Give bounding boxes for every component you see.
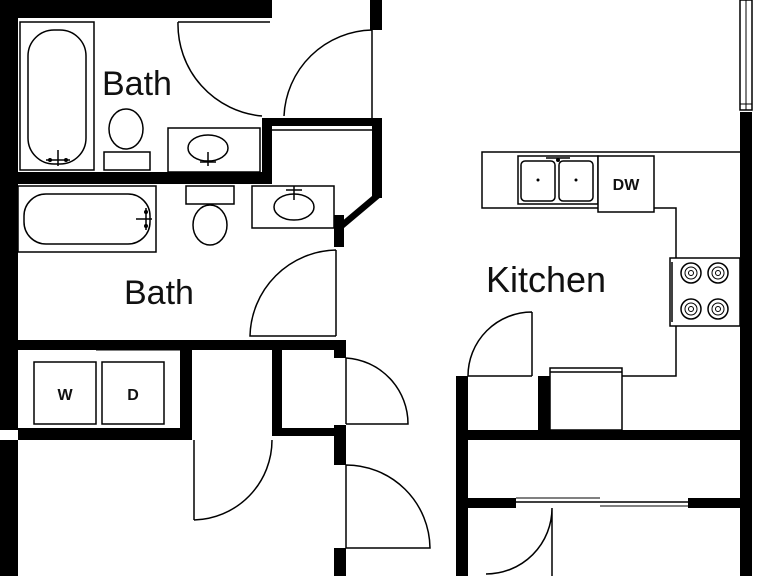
wall-right: [740, 112, 752, 576]
dryer: [101, 361, 165, 425]
door-bath-lower: [249, 249, 337, 337]
dishwasher: [597, 155, 655, 213]
upper-bath: Bath: [19, 21, 261, 173]
laundry: W D: [33, 361, 165, 425]
dishwasher-label: DW: [613, 177, 641, 194]
door-kitchen: [467, 311, 533, 377]
wall-top-left: [0, 0, 272, 18]
walls: [0, 0, 752, 576]
washer: [33, 361, 97, 425]
bathtub-lower-basin: [23, 193, 151, 245]
wall-hall-right-low: [334, 548, 346, 576]
door-closet-left: [193, 439, 273, 521]
wall-closet-lower-right: [688, 498, 746, 508]
wall-closet-lower-left: [456, 498, 516, 508]
wall-closet-right: [180, 340, 192, 440]
toilet-upper-bowl: [108, 108, 144, 150]
sink-faucet-icon: [286, 186, 302, 200]
burner-icon: [680, 262, 702, 284]
wall-kitchen-left: [456, 376, 468, 576]
wall-right-bath-lower: [334, 215, 344, 247]
doors: [177, 21, 553, 576]
wall-hall-right-top: [334, 340, 346, 358]
wall-left: [0, 0, 18, 430]
burner-icon: [707, 262, 729, 284]
wall-bath-divider: [0, 172, 270, 184]
refrigerator: [549, 367, 623, 431]
lower-bath: Bath: [17, 185, 335, 312]
range: [669, 257, 741, 327]
wall-bath-corridor: [270, 118, 382, 126]
door-hall-lower: [345, 464, 431, 549]
washer-label: W: [57, 387, 73, 404]
wall-bath-vertical: [262, 118, 272, 184]
toilet-lower-bowl: [192, 204, 228, 246]
burner-icon: [680, 298, 702, 320]
kitchen: DW Kitchen: [481, 151, 741, 431]
wall-kitchen-lower: [456, 430, 746, 440]
wall-bath-angle: [334, 196, 382, 228]
wall-top-stub: [370, 0, 382, 30]
room-label-bath-lower: Bath: [124, 274, 194, 312]
kitchen-counter: [481, 151, 740, 377]
bathtub-upper-basin: [27, 29, 87, 165]
room-label-bath-upper: Bath: [102, 65, 172, 103]
window-right: [739, 0, 753, 111]
wall-closet2-left: [272, 350, 282, 435]
toilet-lower-tank: [185, 185, 235, 205]
room-label-kitchen: Kitchen: [486, 259, 606, 300]
wall-pantry: [538, 376, 550, 434]
door-hall-middle: [345, 357, 409, 425]
faucet-icon: [46, 150, 70, 166]
toilet-upper-tank: [103, 151, 151, 171]
sink-faucet-icon: [536, 157, 578, 182]
wall-left-lower: [0, 440, 18, 576]
wall-closet2-bottom: [272, 428, 344, 436]
door-closet-lower: [485, 507, 553, 576]
sliding-door-tracks: [18, 129, 688, 507]
dryer-label: D: [127, 387, 139, 404]
sink-faucet-icon: [200, 152, 216, 166]
faucet-icon: [136, 208, 152, 230]
door-hall-upper: [283, 29, 373, 120]
wall-laundry-bottom: [18, 428, 192, 440]
burner-icon: [707, 298, 729, 320]
door-bath-upper: [177, 21, 270, 117]
wall-right-bath: [372, 118, 382, 198]
wall-hall-right-mid: [334, 425, 346, 465]
